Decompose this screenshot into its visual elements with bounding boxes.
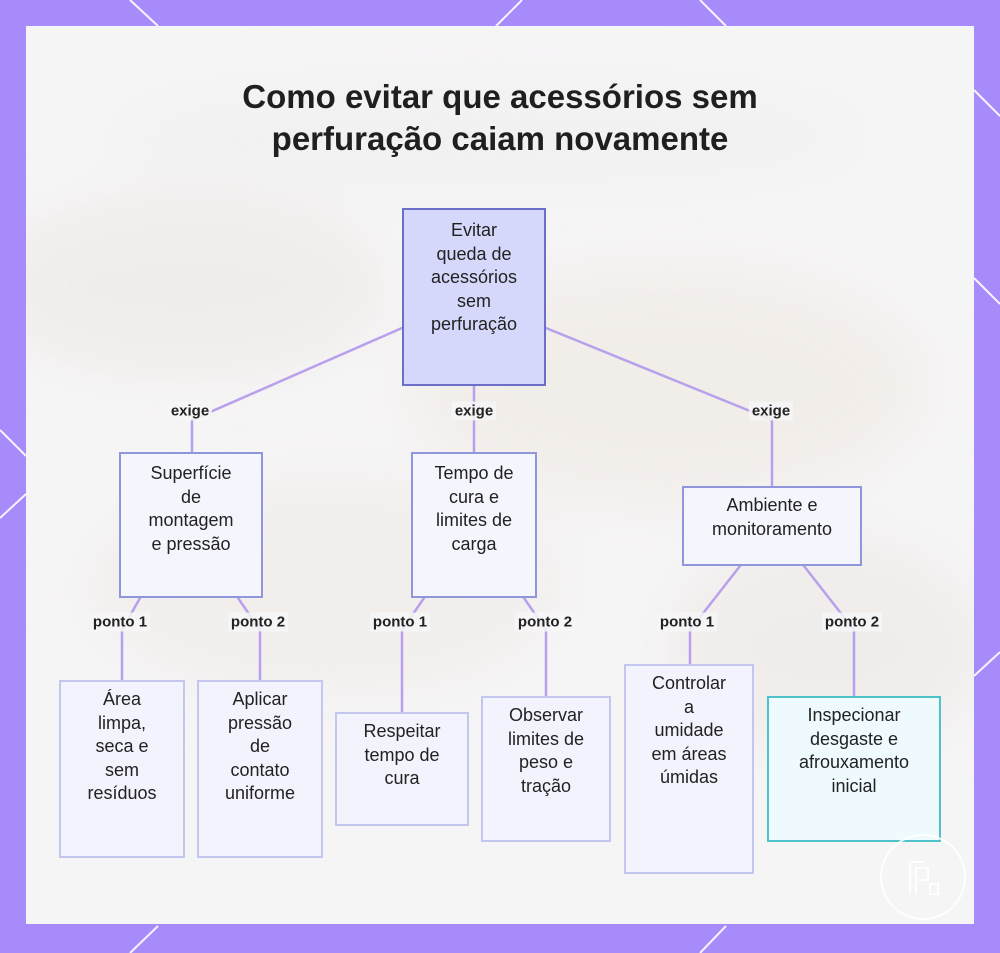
node-control-humidity-line: em áreas (651, 743, 727, 764)
node-root-line: Evitar (450, 220, 497, 240)
node-apply-pressure: Aplicar pressão de contato uniforme (197, 680, 323, 858)
node-inspect-wear-line: inicial (831, 775, 877, 796)
node-respect-cure-text: Respeitar tempo de cura (363, 720, 440, 791)
page-title: Como evitar que acessórios sem perfuraçã… (0, 76, 1000, 160)
node-control-humidity: Controlar a umidade em áreas úmidas (624, 664, 754, 874)
edge-label-point2-surface: ponto 2 (227, 612, 289, 632)
node-inspect-wear-text: Inspecionar desgaste e afrouxamento inic… (799, 704, 909, 798)
node-observe-limits: Observar limites de peso e tração (481, 696, 611, 842)
edge-label-point1-surface: ponto 1 (89, 612, 151, 632)
watermark-logo-icon (909, 861, 939, 895)
node-inspect-wear-line: desgaste e (809, 728, 899, 749)
node-clean-area-line: limpa, (97, 712, 146, 733)
node-respect-cure-line: tempo de (364, 744, 440, 765)
node-cure-line: limites de (435, 510, 513, 530)
edge-label-point1-cure: ponto 1 (369, 612, 431, 632)
node-surface-line: e pressão (151, 533, 231, 554)
edge-label-point2-environment: ponto 2 (821, 612, 883, 632)
connector-root-environment (544, 326, 774, 488)
node-control-humidity-line: a (683, 696, 694, 717)
title-line-1: Como evitar que acessórios sem (242, 78, 758, 115)
node-root-line: acessórios (430, 267, 518, 287)
node-clean-area-line: resíduos (87, 783, 157, 803)
node-apply-pressure-line: uniforme (224, 783, 296, 803)
node-cure-line: cura e (448, 486, 500, 507)
node-root-line: queda de (436, 243, 512, 264)
node-environment-line: monitoramento (711, 518, 833, 539)
node-control-humidity-line: Controlar (651, 673, 726, 693)
node-surface-line: de (180, 486, 201, 507)
node-control-humidity-text: Controlar a umidade em áreas úmidas (651, 672, 726, 790)
node-observe-limits-text: Observar limites de peso e tração (508, 704, 584, 798)
title-line-2: perfuração caiam novamente (271, 120, 729, 157)
node-cure: Tempo de cura e limites de carga (411, 452, 537, 598)
edge-label-point1-environment: ponto 1 (656, 612, 718, 632)
node-surface-text: Superfície de montagem e pressão (148, 462, 233, 556)
node-apply-pressure-line: de (249, 736, 271, 756)
node-root: Evitar queda de acessórios sem perfuraçã… (402, 208, 546, 386)
connector-surface-pressure (236, 596, 262, 682)
node-apply-pressure-text: Aplicar pressão de contato uniforme (225, 688, 295, 806)
node-respect-cure: Respeitar tempo de cura (335, 712, 469, 826)
edge-label-point2-cure: ponto 2 (514, 612, 576, 632)
node-environment: Ambiente e monitoramento (682, 486, 862, 566)
node-respect-cure-line: cura (384, 768, 420, 788)
node-observe-limits-line: tração (520, 775, 572, 796)
node-surface-line: montagem (148, 510, 234, 530)
node-environment-text: Ambiente e monitoramento (712, 494, 832, 541)
node-cure-line: carga (451, 533, 497, 554)
node-apply-pressure-line: contato (230, 759, 290, 780)
node-cure-line: Tempo de (434, 463, 514, 483)
node-clean-area-line: sem (104, 759, 139, 780)
node-inspect-wear: Inspecionar desgaste e afrouxamento inic… (767, 696, 941, 842)
node-clean-area-line: seca e (95, 736, 149, 756)
node-inspect-wear-line: Inspecionar (807, 705, 901, 725)
edge-label-requires-cure: exige (451, 401, 497, 421)
node-root-line: perfuração (430, 314, 518, 334)
node-inspect-wear-line: afrouxamento (798, 752, 910, 772)
node-clean-area-text: Área limpa, seca e sem resíduos (87, 688, 156, 806)
node-apply-pressure-line: pressão (227, 712, 293, 733)
node-observe-limits-line: Observar (508, 705, 584, 725)
connector-surface-clean (120, 596, 142, 682)
watermark-badge (880, 834, 966, 920)
node-apply-pressure-line: Aplicar (232, 689, 288, 709)
edge-label-requires-surface: exige (167, 401, 213, 421)
node-clean-area: Área limpa, seca e sem resíduos (59, 680, 185, 858)
edge-label-requires-environment: exige (748, 401, 794, 421)
node-observe-limits-line: peso e (518, 752, 574, 772)
node-surface-line: Superfície (150, 463, 232, 483)
node-observe-limits-line: limites de (507, 728, 585, 749)
node-environment-line: Ambiente e (726, 495, 818, 515)
connector-root-surface (190, 326, 404, 454)
node-surface: Superfície de montagem e pressão (119, 452, 263, 598)
node-clean-area-line: Área (102, 689, 141, 709)
node-respect-cure-line: Respeitar (363, 721, 441, 741)
node-root-line: sem (456, 290, 491, 311)
node-cure-text: Tempo de cura e limites de carga (434, 462, 513, 556)
node-control-humidity-line: úmidas (659, 767, 718, 787)
node-root-text: Evitar queda de acessórios sem perfuraçã… (431, 219, 517, 337)
node-control-humidity-line: umidade (654, 720, 724, 740)
